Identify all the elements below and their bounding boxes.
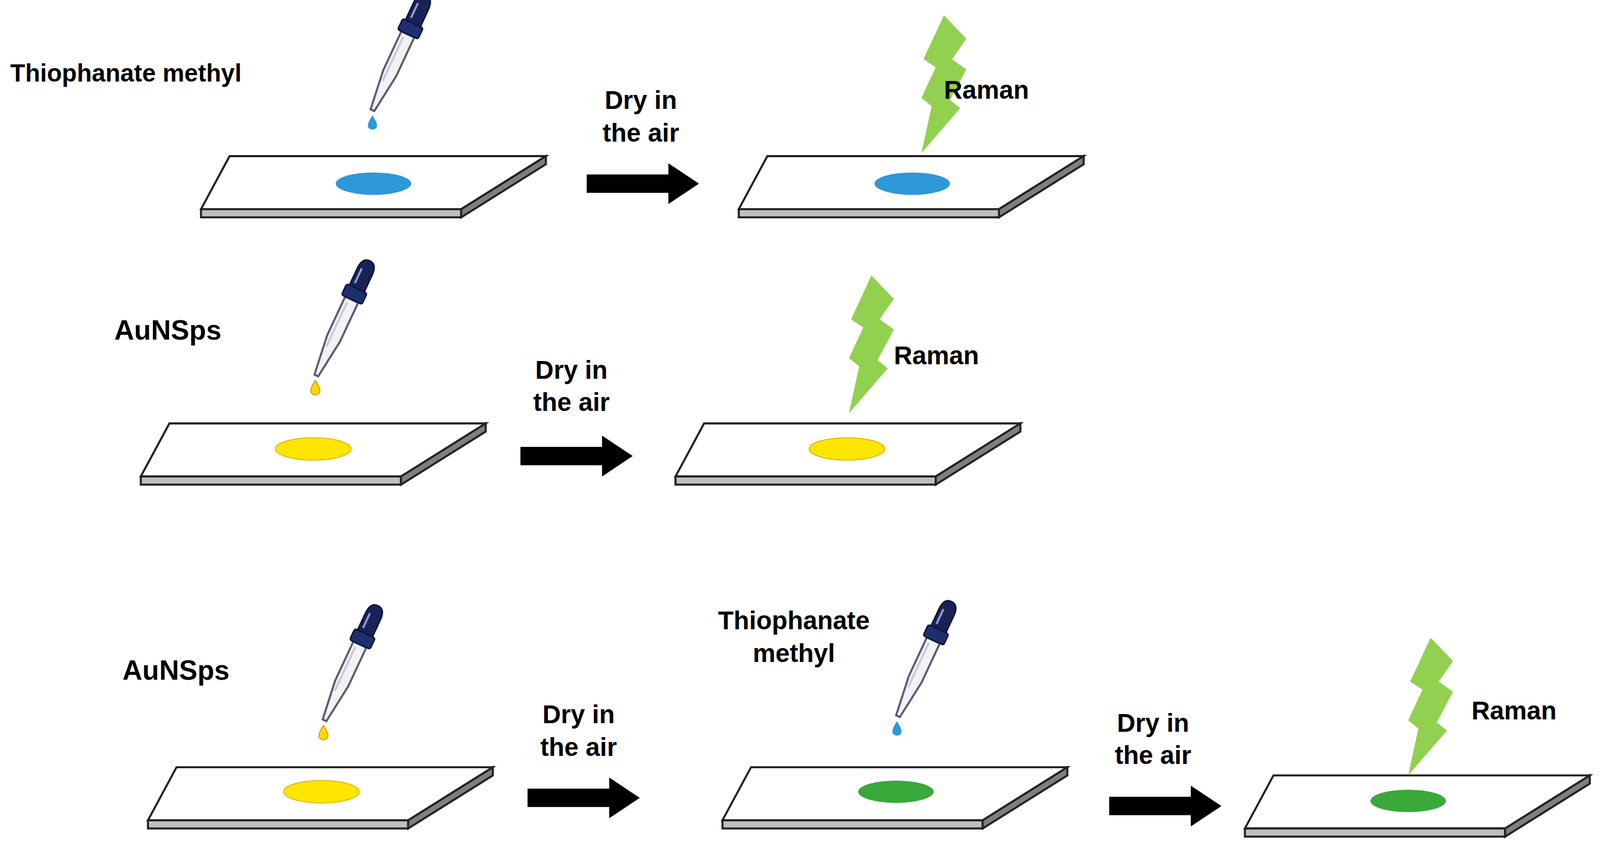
measure-label: Raman	[943, 73, 1030, 107]
sample-label: AuNSps	[114, 314, 222, 348]
measure-label: Raman	[1471, 693, 1557, 727]
step-label: Dry in the air	[527, 698, 630, 764]
sample-label: Thiophanate methyl	[10, 57, 242, 91]
sample-label: AuNSps	[122, 654, 230, 687]
sample-label: Thiophanate methyl	[704, 604, 884, 670]
step-label: Dry in the air	[1102, 706, 1205, 772]
measure-label: Raman	[893, 338, 980, 372]
step-label: Dry in the air	[520, 353, 623, 419]
step-label: Dry in the air	[589, 83, 692, 150]
